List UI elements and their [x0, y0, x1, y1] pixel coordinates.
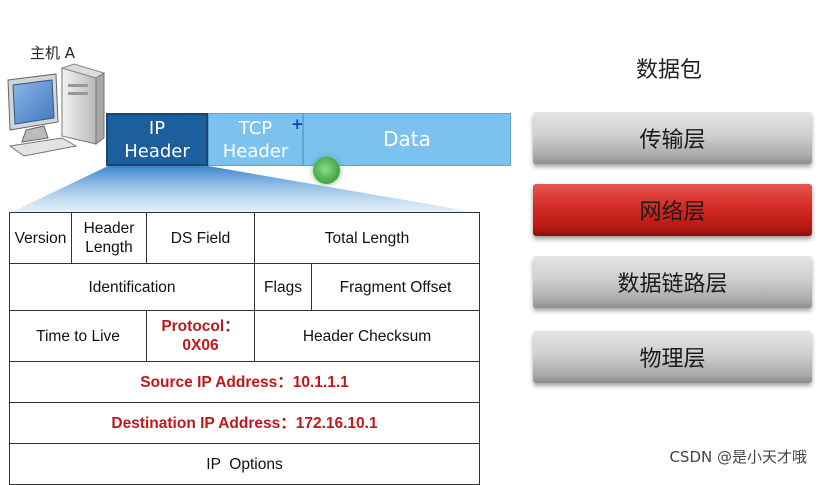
layer-label: 传输层: [639, 128, 706, 153]
packet-tcp-header: TCP Header: [208, 113, 303, 166]
layer-stack-title: 数据包: [636, 58, 703, 83]
layer-label: 网络层: [639, 200, 706, 225]
field-protocol: Protocol：0X06: [146, 310, 255, 362]
field-ttl: Time to Live: [9, 310, 147, 362]
field-fragment-offset: Fragment Offset: [311, 263, 480, 311]
pointer-highlight-icon: [313, 157, 340, 184]
layer-physical: 物理层: [533, 331, 812, 383]
field-destination-ip: Destination IP Address：172.16.10.1: [9, 402, 480, 444]
layer-data-link: 数据链路层: [533, 256, 812, 308]
field-source-ip: Source IP Address：10.1.1.1: [9, 361, 480, 403]
host-label: 主机 A: [30, 44, 76, 62]
field-identification: Identification: [9, 263, 255, 311]
expand-funnel: [12, 166, 474, 212]
layer-label: 物理层: [639, 347, 706, 372]
field-flags: Flags: [254, 263, 312, 311]
packet-ip-header: IP Header: [106, 113, 208, 166]
field-version: Version: [9, 212, 72, 264]
field-ip-options: IP Options: [9, 443, 480, 485]
layer-label: 数据链路层: [617, 272, 728, 297]
field-ds: DS Field: [146, 212, 255, 264]
packet-ip-header-label: IP Header: [124, 117, 190, 162]
field-header-checksum: Header Checksum: [254, 310, 480, 362]
computer-icon: [7, 63, 106, 157]
field-header-length: Header Length: [71, 212, 147, 264]
packet-tcp-header-label: TCP Header: [222, 117, 289, 162]
field-total-length: Total Length: [254, 212, 480, 264]
packet-data-label: Data: [383, 127, 431, 151]
watermark: CSDN @是小天才哦: [669, 448, 807, 466]
packet-data: Data: [303, 113, 511, 166]
plus-marker: +: [291, 115, 304, 133]
layer-network: 网络层: [533, 184, 812, 236]
ip-header-table: Version Header Length DS Field Total Len…: [9, 212, 480, 485]
layer-transport: 传输层: [533, 112, 812, 164]
